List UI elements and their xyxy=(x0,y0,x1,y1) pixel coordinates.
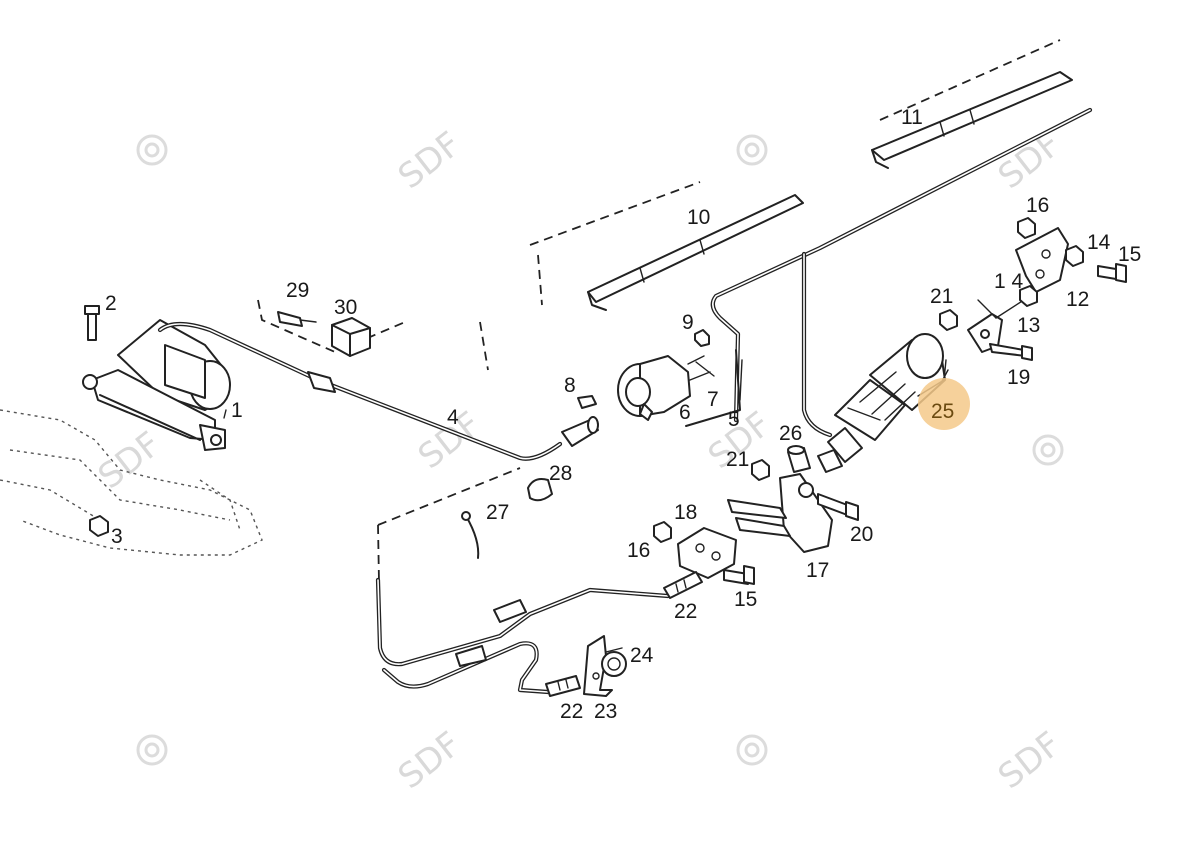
nut-21a xyxy=(939,309,958,331)
actuator-motor xyxy=(82,319,231,451)
clamp-24 xyxy=(601,647,627,677)
harness-main xyxy=(710,107,1093,438)
callout-22a: 22 xyxy=(674,600,697,623)
callout-14a: 14 xyxy=(1087,231,1111,254)
lever-17 xyxy=(727,473,833,553)
callout-2: 2 xyxy=(105,292,117,315)
group-box-4 xyxy=(479,321,489,371)
nut-21b xyxy=(751,459,770,481)
fitting-22b xyxy=(545,675,581,697)
watermark-logo-icon xyxy=(736,134,768,166)
callout-5: 5 xyxy=(728,408,740,431)
callout-17: 17 xyxy=(806,559,829,582)
callout-24: 24 xyxy=(630,644,654,667)
callout-20: 20 xyxy=(850,523,873,546)
callout-1: 1 xyxy=(231,399,243,422)
callout-26: 26 xyxy=(779,422,802,445)
clip-27 xyxy=(461,511,480,559)
fuse-29 xyxy=(277,311,317,327)
callout-23: 23 xyxy=(594,700,617,723)
callout-21a: 21 xyxy=(930,285,953,308)
bracket-rail-10 xyxy=(529,181,804,311)
highlight-circle xyxy=(918,378,970,430)
callout-3: 3 xyxy=(111,525,123,548)
cable-4 xyxy=(157,321,563,461)
callout-labels: 1 2 3 4 5 6 7 8 9 10 11 12 13 14 1 4 15 … xyxy=(105,106,1141,723)
callout-30: 30 xyxy=(334,296,357,319)
callout-4: 4 xyxy=(447,406,459,429)
watermark-text: SDF xyxy=(391,724,469,797)
callout-11: 11 xyxy=(901,106,923,129)
bolt-20 xyxy=(817,493,859,521)
watermark-layer: SDF SDF SDF SDF SDF SDF SDF xyxy=(91,124,1069,797)
watermark-text: SDF xyxy=(991,124,1069,197)
lower-cable xyxy=(375,577,693,695)
callout-27: 27 xyxy=(486,501,509,524)
callout-12: 12 xyxy=(1066,288,1089,311)
watermark-logo-icon xyxy=(136,734,168,766)
bracket-rail-11 xyxy=(871,39,1073,169)
callout-15b: 15 xyxy=(734,588,757,611)
callout-21b: 21 xyxy=(726,448,749,471)
callout-8: 8 xyxy=(564,374,576,397)
relay-30 xyxy=(331,317,371,357)
nut-16a xyxy=(1017,217,1036,239)
callout-16a: 16 xyxy=(1026,194,1049,217)
callout-14b: 1 4 xyxy=(994,270,1024,293)
bolt-15b xyxy=(723,565,755,585)
connector-8 xyxy=(561,395,599,447)
pump-6 xyxy=(617,355,711,421)
nut-14b xyxy=(1019,285,1038,307)
bracket-23 xyxy=(583,635,613,697)
callout-13: 13 xyxy=(1017,314,1040,337)
callout-7: 7 xyxy=(707,388,719,411)
watermark-logo-icon xyxy=(136,134,168,166)
nut-9 xyxy=(694,329,710,347)
bolt-19 xyxy=(989,343,1033,361)
callout-19: 19 xyxy=(1007,366,1030,389)
bolt-2 xyxy=(84,305,100,341)
callout-15a: 15 xyxy=(1118,243,1141,266)
watermark-text: SDF xyxy=(91,424,169,497)
watermark-text: SDF xyxy=(391,124,469,197)
callout-18: 18 xyxy=(674,501,697,524)
watermark-text: SDF xyxy=(991,724,1069,797)
bush-26 xyxy=(787,445,811,473)
nut-3 xyxy=(89,515,109,537)
watermark-logo-icon xyxy=(736,734,768,766)
callout-9: 9 xyxy=(682,311,694,334)
callout-22b: 22 xyxy=(560,700,583,723)
bolt-15a xyxy=(1097,263,1127,283)
frame-outline xyxy=(0,409,263,556)
clip-28 xyxy=(527,478,553,502)
bracket-18 xyxy=(677,527,737,579)
callout-29: 29 xyxy=(286,279,309,302)
bracket-line-5 xyxy=(685,349,741,427)
callout-10: 10 xyxy=(687,206,710,229)
callout-6: 6 xyxy=(679,401,691,424)
callout-16b: 16 xyxy=(627,539,650,562)
nut-14a xyxy=(1065,245,1084,267)
callout-25: 25 xyxy=(931,400,954,423)
fitting-22a xyxy=(663,571,703,599)
watermark-logo-icon xyxy=(1032,434,1064,466)
group-box-upper xyxy=(377,467,521,526)
bracket-12 xyxy=(1015,227,1069,293)
nut-16b xyxy=(653,521,672,543)
clevis-13 xyxy=(967,295,1031,353)
callout-28: 28 xyxy=(549,462,572,485)
